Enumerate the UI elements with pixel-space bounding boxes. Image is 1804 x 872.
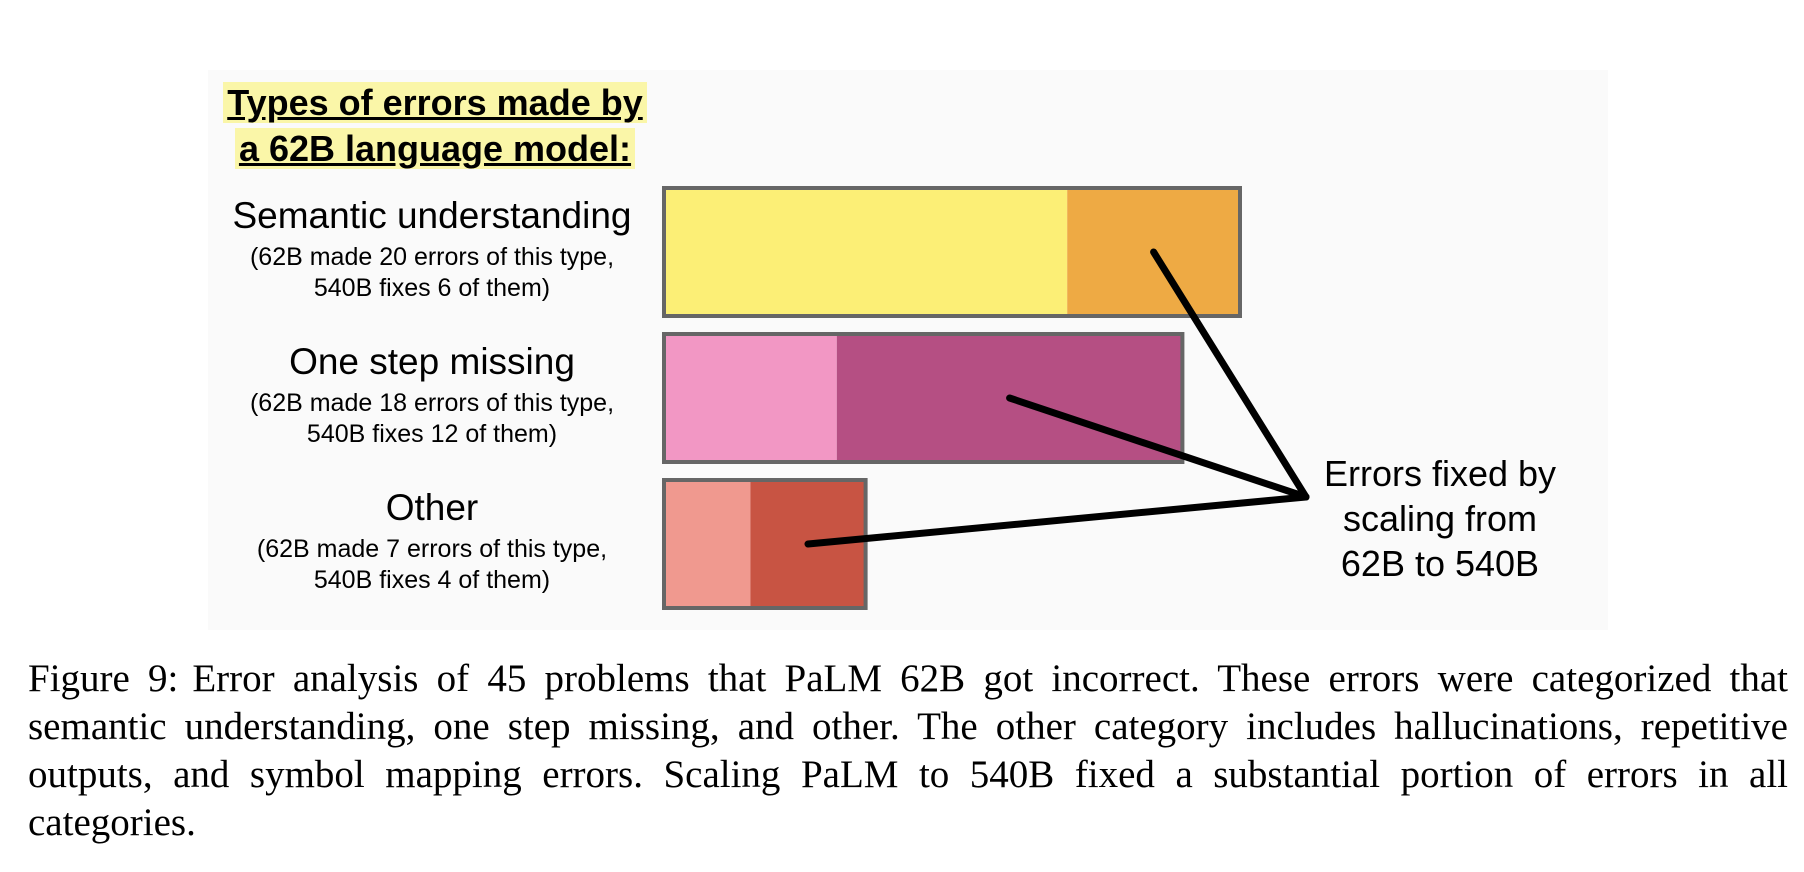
annotation-connector-line xyxy=(1006,394,1310,501)
chart-title-line-2: a 62B language model: xyxy=(234,128,636,169)
bar-group-0: Semantic understanding (62B made 20 error… xyxy=(232,186,1242,318)
category-detail-line: 540B fixes 6 of them) xyxy=(314,274,550,302)
bar-outline xyxy=(662,478,868,610)
category-detail-line: (62B made 18 errors of this type, xyxy=(250,389,614,417)
bar-outline xyxy=(662,332,1185,464)
bar-remaining-segment xyxy=(664,188,1068,316)
annotation-text-line: Errors fixed by xyxy=(1324,453,1556,494)
bar-remaining-segment xyxy=(664,480,751,608)
figure-caption: Figure 9:Error analysis of 45 problems t… xyxy=(28,655,1788,847)
category-detail-line: (62B made 20 errors of this type, xyxy=(250,243,614,271)
error-bar-chart: Semantic understanding (62B made 20 error… xyxy=(232,186,1556,610)
bar-remaining-segment xyxy=(664,334,837,462)
category-detail-line: (62B made 7 errors of this type, xyxy=(257,535,607,563)
category-label: Semantic understanding xyxy=(232,195,631,236)
bar-group-1: One step missing (62B made 18 errors of t… xyxy=(250,332,1185,464)
annotation-text-line: scaling from xyxy=(1343,498,1537,539)
bar-group-2: Other (62B made 7 errors of this type, 540… xyxy=(257,478,868,610)
chart-title: Types of errors made by a 62B language m… xyxy=(215,80,655,172)
annotation-connector-line xyxy=(804,493,1310,548)
bar-outline xyxy=(662,186,1242,318)
caption-lead: Figure 9: xyxy=(28,657,179,700)
chart-title-line-1: Types of errors made by xyxy=(223,82,647,123)
category-label: Other xyxy=(386,487,479,528)
caption-text: Error analysis of 45 problems that PaLM … xyxy=(28,657,1788,844)
category-detail-line: 540B fixes 4 of them) xyxy=(314,566,550,594)
category-detail-line: 540B fixes 12 of them) xyxy=(307,420,557,448)
annotation-connector-line xyxy=(1150,248,1310,501)
category-label: One step missing xyxy=(289,341,575,382)
annotation-text-line: 62B to 540B xyxy=(1341,543,1539,584)
